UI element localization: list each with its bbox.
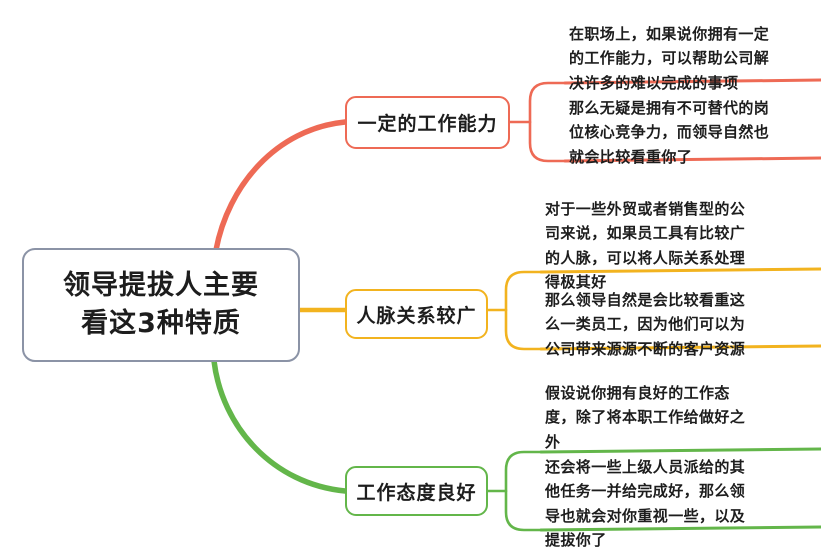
branch-node-2[interactable]: 人脉关系较广: [345, 289, 488, 339]
leaf-text-2[interactable]: 那么无疑是拥有不可替代的岗 位核心竞争力，而领导自然也 就会比较看重你了: [569, 99, 770, 166]
branch-node-2-label: 人脉关系较广: [356, 304, 477, 327]
connector-central-to-branch1: [213, 119, 348, 253]
leaf-text-4[interactable]: 那么领导自然是会比较看重这 么一类员工，因为他们可以为 公司带来源源不断的客户资…: [545, 291, 746, 358]
central-node-text: 领导提拔人主要 看这3种特质: [63, 267, 259, 344]
leaf-text-6[interactable]: 还会将一些上级人员派给的其 他任务一并给完成好，那么领 导也就会对你重视一些，以…: [545, 458, 746, 549]
connector-branch3-bracket: [504, 450, 543, 532]
central-node-line-1: 领导提拔人主要: [63, 269, 259, 301]
branch-node-1-label: 一定的工作能力: [357, 113, 498, 135]
connector-branch2-bracket: [504, 270, 543, 351]
connector-central-to-branch3: [211, 358, 348, 494]
leaf-text-5[interactable]: 假设说你拥有良好的工作态 度，除了将本职工作给做好之 外: [545, 384, 746, 451]
central-node[interactable]: 领导提拔人主要 看这3种特质: [22, 248, 300, 362]
branch-node-1[interactable]: 一定的工作能力: [345, 96, 510, 149]
central-node-line-2: 看这3种特质: [81, 308, 241, 339]
connector-branch1-bracket: [528, 81, 567, 163]
branch-node-3[interactable]: 工作态度良好: [345, 466, 488, 516]
leaf-text-1[interactable]: 在职场上，如果说你拥有一定 的工作能力，可以帮助公司解 决许多的难以完成的事项: [569, 25, 770, 92]
branch-node-3-label: 工作态度良好: [356, 481, 477, 504]
leaf-text-3[interactable]: 对于一些外贸或者销售型的公 司来说，如果员工具有比较广 的人脉，可以将人际关系处…: [545, 200, 746, 291]
